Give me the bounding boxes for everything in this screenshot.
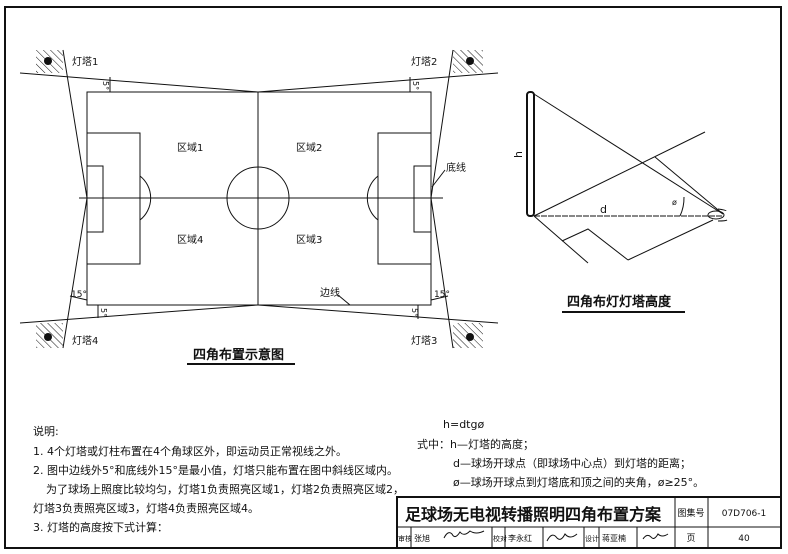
layout-diagram: 灯塔1 灯塔2 灯塔3 灯塔4 区域1 区域2 区域3 区域4 底线 边线 15… [19,49,499,365]
zone-1-label: 区域1 [177,141,203,154]
note-line: 灯塔3负责照亮区域3，灯塔4负责照亮区域4。 [33,501,259,515]
title-block: 足球场无电视转播照明四角布置方案 图集号 07D706-1 审核 张旭 校对 李… [396,496,782,549]
note-line: 1. 4个灯塔或灯柱布置在4个角球区外，即运动员正常视线之外。 [33,444,347,458]
tower-1-icon [44,57,52,65]
tower-4-label: 灯塔4 [72,334,98,347]
endline-angle-left: 15° [71,290,87,300]
page-label: 页 [686,533,695,544]
formula: h=dtgø 式中：h—灯塔的高度； d—球场开球点（即球场中心点）到灯塔的距离… [417,418,704,489]
angle-label: ø [672,198,677,207]
zone-2-label: 区域2 [296,141,322,154]
tower-1-label: 灯塔1 [72,55,98,68]
design-label: 设计 [585,534,599,543]
end-line-label: 底线 [446,161,466,174]
tower-pole [526,91,535,217]
layout-diagram-title: 四角布置示意图 [193,347,284,363]
designer-name: 蒋亚楠 [602,533,626,543]
check-label: 校对 [493,534,507,543]
tower-4-icon [44,333,52,341]
tower-2-icon [466,57,474,65]
drawing-title: 足球场无电视转播照明四角布置方案 [405,505,662,524]
notes-heading: 说明: [33,424,59,438]
note-line: 为了球场上照度比较均匀，灯塔1负责照亮区域1，灯塔2负责照亮区域2， [46,482,404,496]
h-label: h [512,151,525,158]
atlas-number: 07D706-1 [722,509,767,519]
d-label: d [600,203,607,216]
notes: 说明: 1. 4个灯塔或灯柱布置在4个角球区外，即运动员正常视线之外。 2. 图… [33,424,404,534]
sideline-angle-3: 5° [410,308,419,317]
review-label: 审核 [398,534,412,543]
sideline-angle-1: 5° [101,81,110,90]
note-line: 3. 灯塔的高度按下式计算： [33,520,168,534]
designer-signature [642,533,669,540]
side-line-label: 边线 [320,286,340,299]
sideline-angle-2: 5° [411,81,420,90]
tower-2-label: 灯塔2 [411,55,437,68]
tower-3-label: 灯塔3 [411,334,437,347]
sideline-angle-4: 5° [99,308,108,317]
endline-angle-right: 15° [434,290,450,300]
formula-line: d—球场开球点（即球场中心点）到灯塔的距离； [453,456,691,470]
height-diagram-title: 四角布灯灯塔高度 [567,294,672,310]
atlas-label: 图集号 [677,507,704,519]
formula-line: 式中：h—灯塔的高度； [417,437,534,451]
zone-3-label: 区域3 [296,233,322,246]
formula-equation: h=dtgø [443,418,484,431]
reviewer-signature [443,530,485,539]
tower-3-icon [466,333,474,341]
page-number: 40 [738,534,750,544]
sheet-frame [4,6,782,549]
football-pitch [69,77,449,319]
reviewer-name: 张旭 [414,533,430,543]
checker-name: 李永红 [508,533,532,543]
note-line: 2. 图中边线外5°和底线外15°是最小值，灯塔只能布置在图中斜线区域内。 [33,463,398,477]
checker-signature [546,533,578,542]
height-diagram: h d ø 四角布灯灯塔高度 [512,91,728,313]
zone-4-label: 区域4 [177,233,203,246]
tower-boundary-lines [19,49,499,349]
formula-line: ø—球场开球点到灯塔底和顶之间的夹角，ø≥25°。 [453,475,704,489]
